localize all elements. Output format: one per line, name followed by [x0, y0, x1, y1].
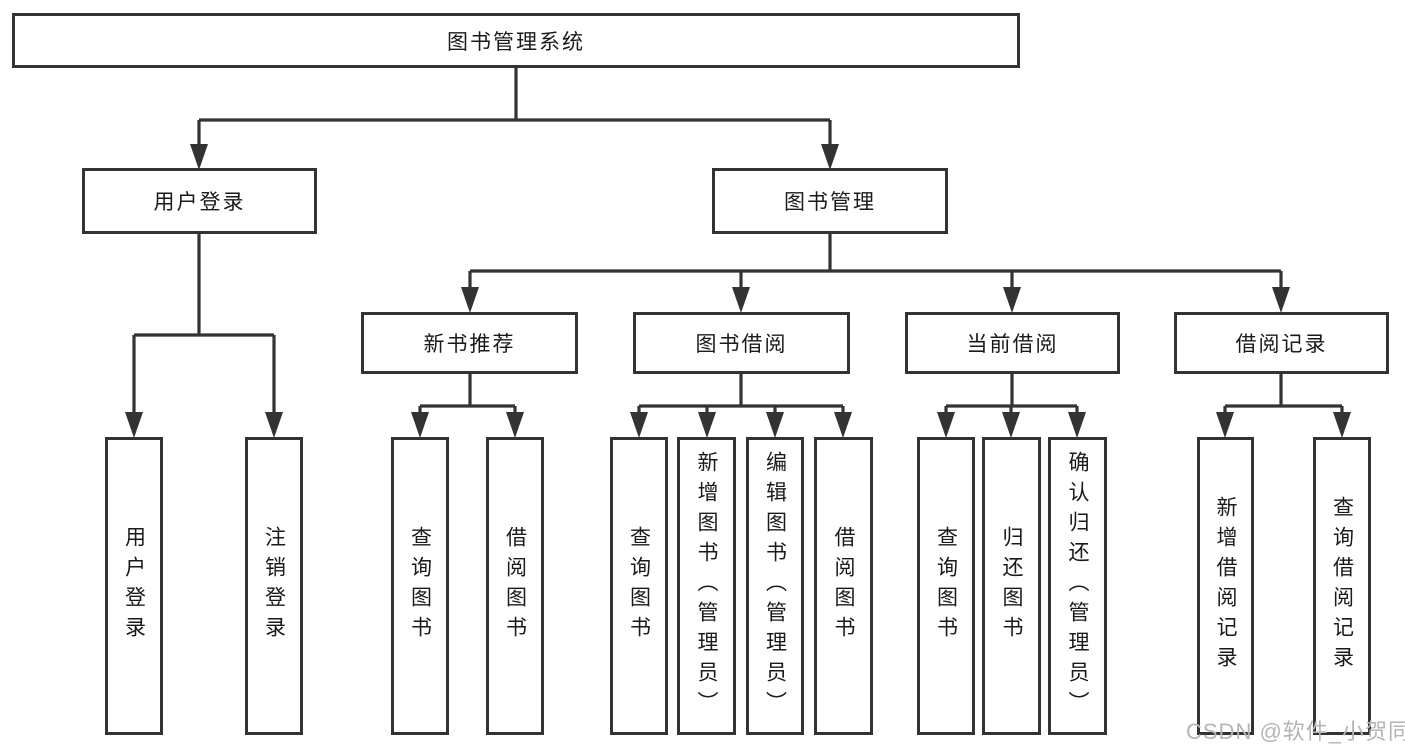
node-label: 借阅图书 — [503, 526, 527, 646]
node-current-borrowing: 当前借阅 — [905, 312, 1120, 374]
leaf-logout: 注销登录 — [245, 437, 303, 735]
node-label: 当前借阅 — [966, 333, 1059, 356]
leaf-add-borrow-record: 新增借阅记录 — [1197, 437, 1254, 735]
node-borrow-records: 借阅记录 — [1174, 312, 1389, 374]
node-book-management: 图书管理 — [712, 168, 948, 234]
node-label: 图书管理系统 — [447, 30, 585, 54]
node-user-login: 用户登录 — [82, 168, 317, 234]
node-label: 用户登录 — [153, 191, 246, 214]
leaf-borrow-books-2: 借阅图书 — [814, 437, 873, 735]
leaf-edit-book-admin: 编辑图书（管理员） — [746, 437, 804, 735]
node-label: 归还图书 — [1000, 526, 1023, 646]
node-new-book-recommend: 新书推荐 — [361, 312, 578, 374]
node-label: 注销登录 — [262, 526, 286, 646]
arrowhead-icons — [125, 144, 1351, 438]
leaf-return-books: 归还图书 — [982, 437, 1041, 735]
node-label: 查询图书 — [627, 526, 651, 646]
node-label: 新书推荐 — [423, 333, 516, 356]
csdn-watermark: CSDN @软件_小贺同学 — [1186, 719, 1405, 744]
node-book-borrowing: 图书借阅 — [633, 312, 850, 374]
node-label: 查询借阅记录 — [1330, 496, 1354, 676]
leaf-query-books-3: 查询图书 — [917, 437, 975, 735]
leaf-query-borrow-record: 查询借阅记录 — [1313, 437, 1371, 735]
node-label: 查询图书 — [408, 526, 432, 646]
leaf-confirm-return-admin: 确认归还（管理员） — [1048, 437, 1107, 735]
leaf-add-book-admin: 新增图书（管理员） — [677, 437, 736, 735]
leaf-borrow-books-1: 借阅图书 — [486, 437, 544, 735]
node-label: 图书借阅 — [695, 333, 788, 356]
node-label: 编辑图书（管理员） — [763, 451, 787, 721]
node-label: 用户登录 — [122, 526, 146, 646]
node-label: 图书管理 — [784, 191, 876, 214]
node-label: 新增图书（管理员） — [695, 451, 718, 721]
node-label: 借阅图书 — [832, 526, 855, 646]
node-label: 确认归还（管理员） — [1066, 451, 1089, 721]
node-label: 新增借阅记录 — [1214, 496, 1237, 676]
node-label: 查询图书 — [934, 526, 958, 646]
leaf-user-login: 用户登录 — [105, 437, 163, 735]
node-library-system: 图书管理系统 — [12, 13, 1020, 68]
node-label: 借阅记录 — [1235, 333, 1328, 356]
leaf-query-books-2: 查询图书 — [610, 437, 668, 735]
leaf-query-books-1: 查询图书 — [391, 437, 449, 735]
